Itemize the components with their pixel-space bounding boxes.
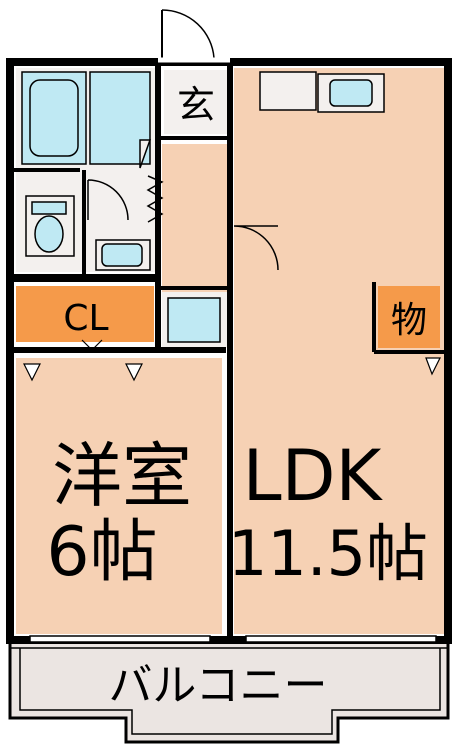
ldk-door — [233, 225, 279, 271]
genkan-label: 玄 — [177, 83, 215, 127]
storage-floor — [378, 286, 440, 348]
western-room-size: 6帖 — [46, 513, 157, 592]
windows — [29, 635, 437, 643]
shoe-box — [167, 297, 221, 343]
toilet — [25, 195, 75, 257]
balcony-inner-rail — [19, 648, 441, 735]
ldk-size: 11.5帖 — [228, 517, 428, 590]
bath-door — [139, 139, 152, 169]
western-room-floor — [16, 358, 222, 634]
balcony-label: バルコニー — [108, 660, 327, 711]
bathtub — [21, 71, 87, 165]
entry-door — [158, 6, 230, 63]
kitchen-counter — [259, 71, 317, 111]
toilet-door — [87, 179, 129, 221]
washbasin — [95, 239, 151, 271]
kitchen-sink — [317, 73, 385, 113]
washer-zigzag — [146, 175, 164, 223]
balcony-outline — [8, 636, 450, 744]
genkan-floor — [164, 70, 228, 134]
hall-floor — [162, 144, 228, 292]
closet-label: CL — [63, 298, 108, 339]
western-room-name: 洋室 — [52, 435, 192, 517]
storage-label: 物 — [391, 300, 427, 341]
closet-floor — [16, 286, 154, 342]
sliding-doors — [23, 339, 441, 382]
ldk-name: LDK — [243, 435, 384, 517]
balcony — [8, 636, 450, 744]
